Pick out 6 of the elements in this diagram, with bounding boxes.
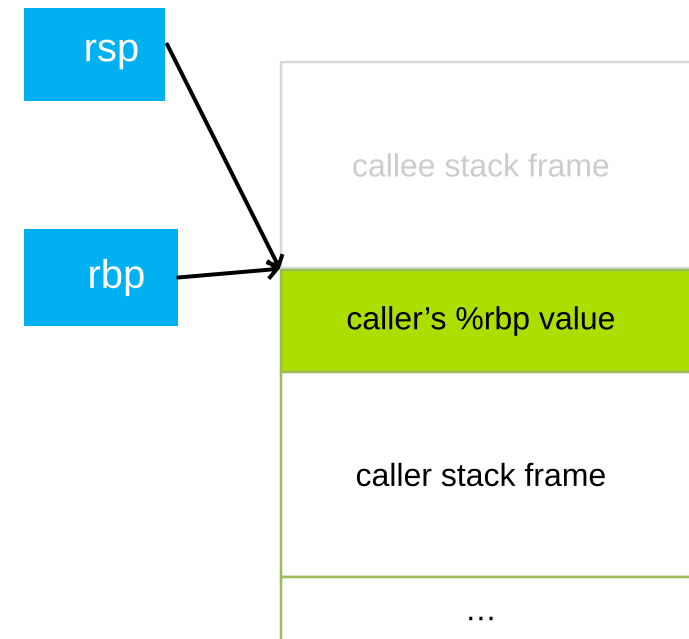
stack-frame-box: … [280,576,689,639]
saved-value-box: caller’s %rbp value [280,268,689,374]
register-box: rbp [24,229,178,326]
register-box: rsp [24,8,165,101]
arrow [165,42,284,269]
arrow [176,259,280,280]
